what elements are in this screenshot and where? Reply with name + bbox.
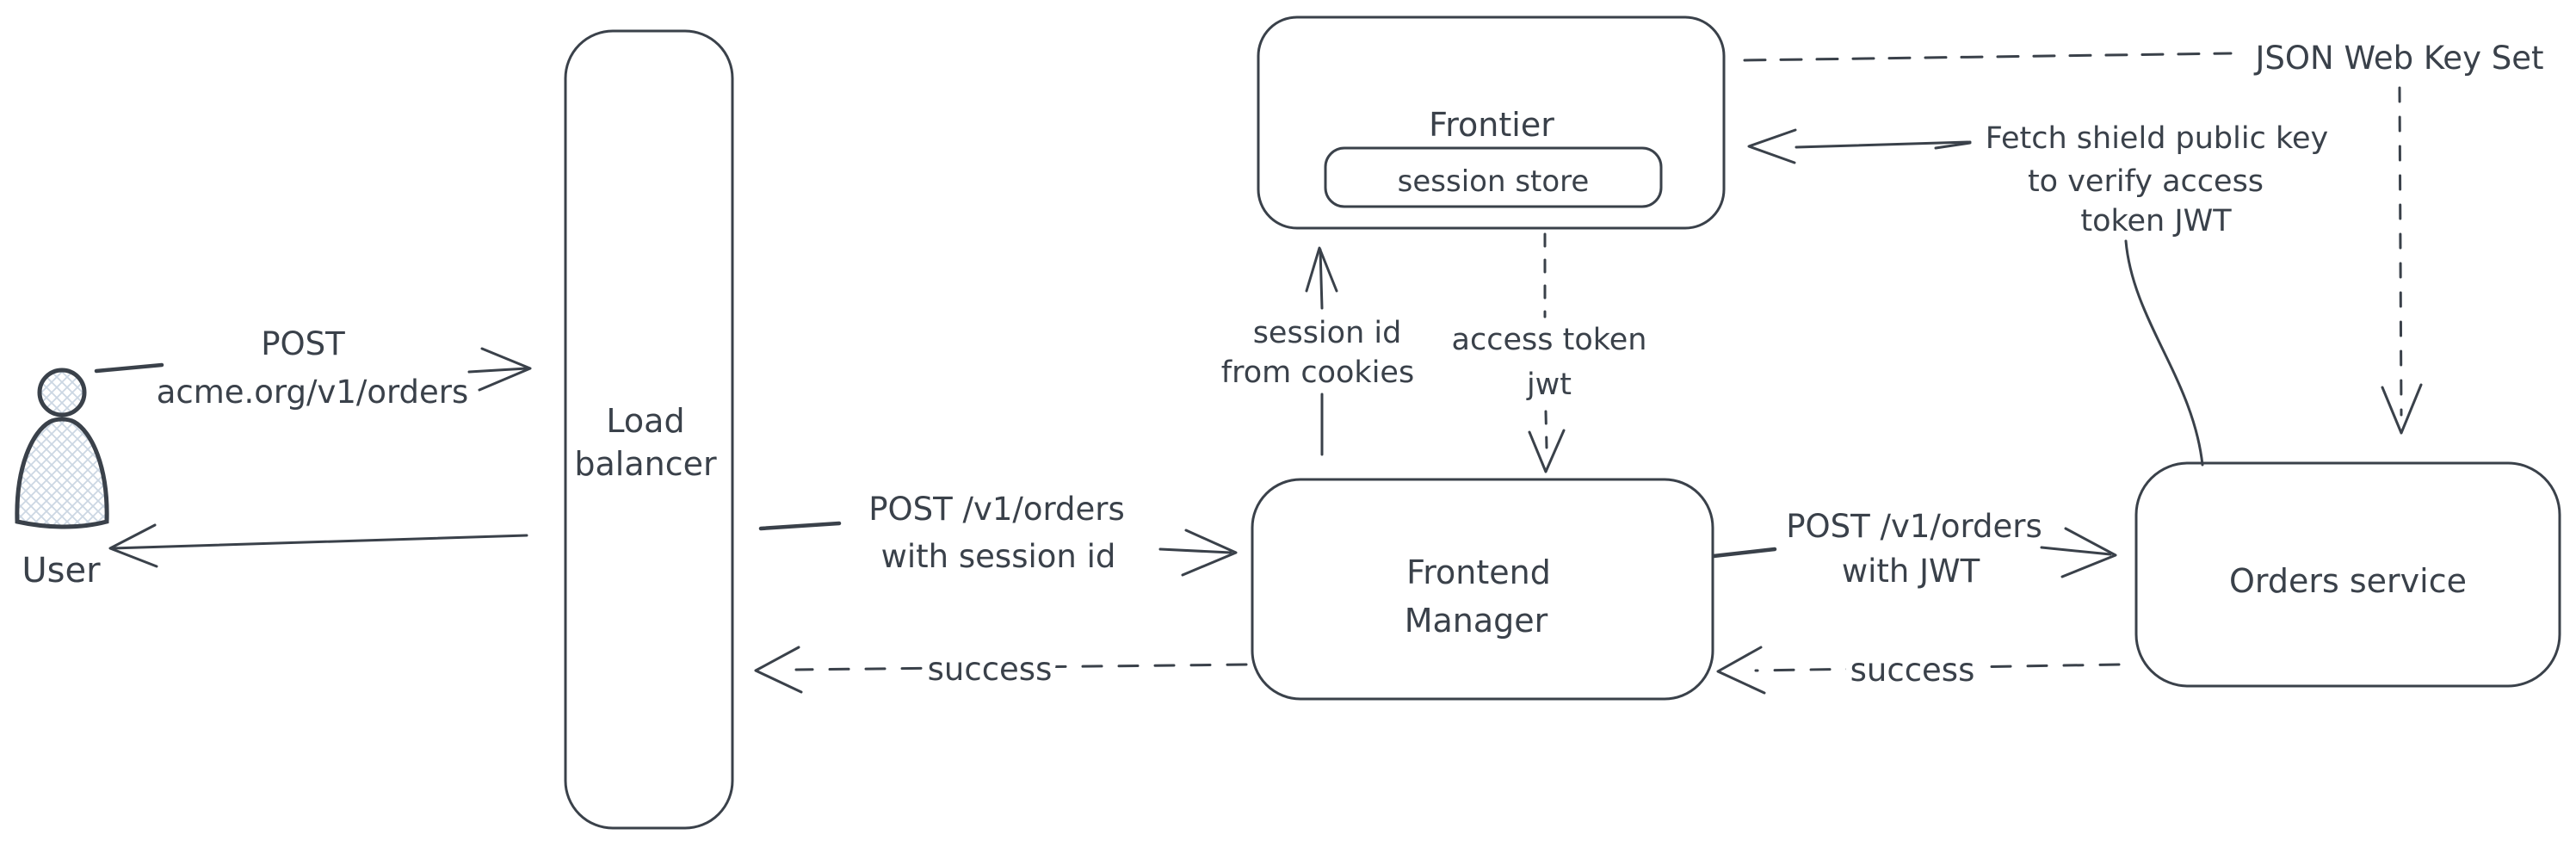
edge-orders-to-frontier-label-line1: Fetch shield public key [1986, 121, 2328, 156]
frontend-manager-label-line2: Manager [1405, 602, 1548, 640]
edge-frontier-to-jwks [1743, 52, 2233, 62]
edge-orders-to-fm [1716, 646, 2121, 695]
session-store-label: session store [1398, 164, 1590, 199]
node-load-balancer [564, 29, 734, 830]
edge-lb-to-fm [758, 521, 1238, 577]
edge-fm-to-lb-label: success [928, 651, 1053, 688]
user-body-icon [15, 417, 109, 529]
edge-fm-to-frontier-label-line1: session id [1253, 316, 1402, 350]
load-balancer-label-line2: balancer [574, 445, 717, 483]
edge-lb-to-user [108, 523, 528, 568]
edge-jwks-to-orders [2381, 86, 2423, 435]
edge-orders-to-frontier [1747, 128, 2204, 467]
node-orders-service [2134, 461, 2561, 688]
edge-fm-to-lb [754, 646, 1248, 694]
edge-lb-to-fm-label-line1: POST /v1/orders [868, 491, 1125, 528]
frontend-manager-label-line1: Frontend [1406, 553, 1551, 591]
edge-user-to-lb-label-line2: acme.org/v1/orders [157, 374, 469, 411]
edge-lb-to-fm-label-line2: with session id [881, 538, 1116, 575]
user-label: User [22, 551, 101, 590]
edge-user-to-lb-label-line1: POST [261, 325, 345, 362]
edge-orders-to-fm-label: success [1850, 652, 1975, 689]
node-session-store [1324, 146, 1663, 208]
user-head-icon [37, 368, 87, 417]
edge-fm-to-orders-label-line1: POST /v1/orders [1786, 508, 2042, 545]
edge-fm-to-orders [1711, 527, 2117, 578]
orders-service-label: Orders service [2229, 562, 2467, 600]
load-balancer-label-line1: Load [606, 402, 684, 440]
edge-fm-to-frontier-label-line2: from cookies [1221, 355, 1414, 390]
edge-orders-to-frontier-label-line2: to verify access [2028, 164, 2264, 199]
user-icon [15, 368, 109, 529]
jwks-label: JSON Web Key Set [2254, 40, 2544, 77]
edge-frontier-to-fm [1528, 232, 1566, 473]
edge-frontier-to-fm-label-line2: jwt [1526, 368, 1572, 402]
edge-fm-to-frontier [1305, 246, 1338, 456]
frontier-label: Frontier [1429, 106, 1554, 144]
edge-fm-to-orders-label-line2: with JWT [1842, 553, 1980, 590]
edge-user-to-lb [94, 347, 532, 392]
edge-orders-to-frontier-label-line3: token JWT [2080, 204, 2232, 238]
edge-frontier-to-fm-label-line1: access token [1452, 323, 1647, 357]
node-frontend-manager [1251, 478, 1714, 701]
